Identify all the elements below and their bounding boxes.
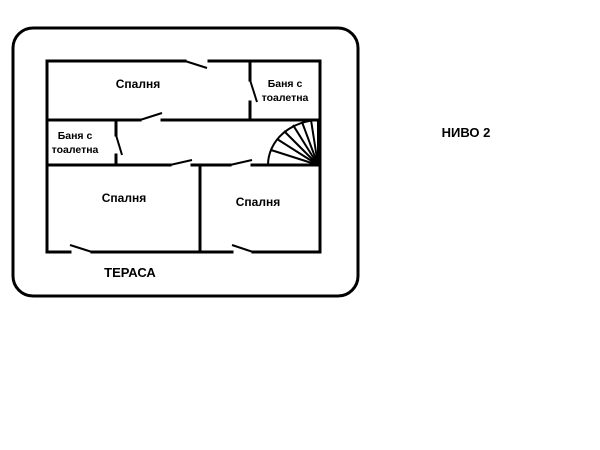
- label-bath-left-2: тоалетна: [52, 144, 99, 156]
- label-level: НИВО 2: [442, 125, 491, 140]
- terrace-outline: [11, 26, 360, 298]
- label-terrace: ТЕРАСА: [104, 265, 156, 280]
- door-bottom-left-bedroom: [169, 159, 193, 166]
- label-bedroom-bottom-left: Спалня: [102, 191, 146, 205]
- door-top-bath: [249, 79, 258, 103]
- label-bath-left-1: Баня с: [58, 130, 93, 142]
- label-bath-top-right-1: Баня с: [268, 78, 303, 90]
- door-bottom-right-bedroom: [229, 159, 253, 166]
- doors: [69, 60, 258, 253]
- door-top-bedroom-corridor: [139, 112, 163, 121]
- door-left-bath: [115, 134, 123, 156]
- label-bedroom-bottom-right: Спалня: [236, 195, 280, 209]
- walls: [45, 59, 322, 254]
- label-bedroom-top: Спалня: [116, 77, 160, 91]
- door-top-bedroom: [184, 60, 208, 69]
- door-terrace-left: [69, 244, 93, 253]
- spiral-staircase: [267, 119, 321, 166]
- label-bath-top-right-2: тоалетна: [262, 92, 309, 104]
- door-terrace-right: [231, 244, 254, 253]
